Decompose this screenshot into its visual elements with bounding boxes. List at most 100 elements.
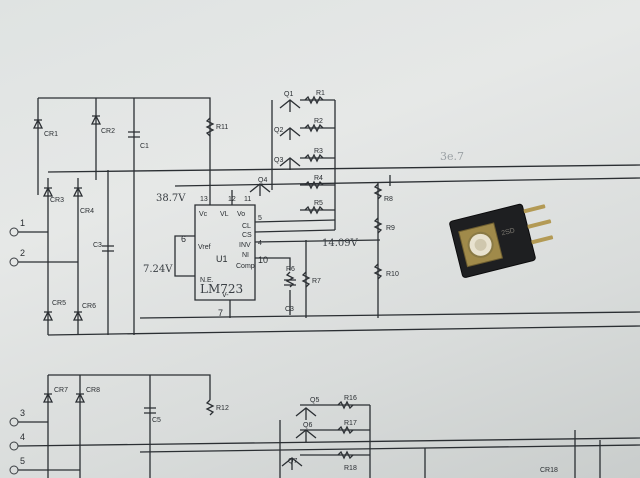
resistor-r7-symbol: [301, 271, 311, 288]
transistor-q4-symbol: [249, 183, 271, 196]
resistor-r2-symbol: [304, 123, 324, 133]
terminal-3: [9, 417, 19, 427]
ic-label-cl: CL: [242, 223, 251, 230]
diode-label-cr4: CR4: [80, 208, 94, 215]
ic-label-inv: INV: [239, 242, 251, 249]
ic-u1: 13 12 11 5 4 10 6 7 Vc VL Vo Vref CL CS …: [181, 196, 268, 318]
diode-label-cr7: CR7: [54, 387, 68, 394]
diode-label-cr18: CR18: [540, 467, 558, 474]
transistor-q6-symbol: [295, 429, 317, 442]
resistor-label-r6: R6: [286, 266, 295, 273]
terminal-4-label: 4: [20, 432, 25, 442]
note-voltage-2: 7.24V: [143, 264, 173, 275]
terminal-5: [9, 465, 19, 475]
chip-marking: 2SD: [501, 227, 516, 237]
capacitor-c1-symbol: [128, 131, 140, 138]
transistor-label-q7: Q7: [288, 458, 297, 465]
resistor-label-r18: R18: [344, 465, 357, 472]
capacitor-c5-symbol: [144, 407, 156, 414]
chip-hole-center: [474, 238, 487, 251]
diodes: CR1 CR2 CR3 CR4 CR5 CR6 CR7 CR8 CR18: [32, 114, 558, 474]
diode-label-cr6: CR6: [82, 303, 96, 310]
terminal-2: [9, 257, 19, 267]
terminal-1: [9, 227, 19, 237]
transistor-photo: 2SD: [449, 203, 554, 278]
resistor-r1-symbol: [304, 95, 324, 105]
ic-part-number: LM723: [200, 282, 243, 296]
handwritten-notes: 38.7V 7.24V 14.09V 3e.7: [143, 150, 464, 275]
capacitor-c3-symbol: [102, 245, 114, 252]
terminal-5-label: 5: [20, 456, 25, 466]
ic-label-vc: Vc: [199, 211, 208, 218]
resistor-r5-symbol: [304, 205, 324, 215]
resistor-label-r8: R8: [384, 196, 393, 203]
ic-pin-13: 13: [200, 196, 208, 203]
ic-label-comp: Comp: [236, 263, 255, 270]
resistors: R1 R2 R3 R4 R5 R6 R7 R8 R9 R10 R11 R12 R…: [205, 90, 399, 472]
note-pencil: 3e.7: [440, 150, 464, 163]
resistor-label-r16: R16: [344, 395, 357, 402]
ic-prefix: N.E.: [200, 277, 214, 284]
resistor-r12-symbol: [205, 399, 215, 416]
transistors: Q1 Q2 Q3 Q4 Q5 Q6 Q7: [249, 91, 319, 470]
transistor-label-q5: Q5: [310, 397, 319, 404]
resistor-label-r3: R3: [314, 148, 323, 155]
transistor-q1-symbol: [279, 99, 301, 112]
resistor-label-r10: R10: [386, 271, 399, 278]
resistor-label-r17: R17: [344, 420, 357, 427]
transistor-label-q6: Q6: [303, 422, 312, 429]
transistor-label-q1: Q1: [284, 91, 293, 98]
resistor-r3-symbol: [304, 153, 324, 163]
resistor-r9-symbol: [373, 217, 383, 234]
ic-label-vref: Vref: [198, 244, 211, 251]
resistor-r4-symbol: [304, 180, 324, 190]
resistor-label-r12: R12: [216, 405, 229, 412]
ic-pin-5: 5: [258, 215, 262, 222]
resistor-r17-symbol: [337, 425, 354, 435]
ic-label-vo: Vo: [237, 211, 245, 218]
terminal-2-label: 2: [20, 248, 25, 258]
terminals: 1 2 3 4 5: [9, 218, 25, 475]
capacitor-label-c3b: C3: [285, 306, 294, 313]
note-voltage-3: 14.09V: [322, 238, 359, 249]
diode-label-cr1: CR1: [44, 131, 58, 138]
resistor-label-r2: R2: [314, 118, 323, 125]
transistor-q2-symbol: [279, 127, 301, 140]
resistor-label-r11: R11: [216, 124, 228, 131]
resistor-label-r4: R4: [314, 175, 323, 182]
chip-lead-3: [531, 235, 554, 245]
chip-lead-1: [523, 204, 546, 214]
note-voltage-1: 38.7V: [156, 193, 186, 204]
ic-ref: U1: [216, 254, 228, 264]
diode-cr5-symbol: [42, 310, 54, 321]
transistor-q7-symbol: [281, 457, 303, 470]
resistor-r11-symbol: [205, 117, 215, 137]
diode-label-cr8: CR8: [86, 387, 100, 394]
ic-label-vl: VL: [220, 211, 229, 218]
resistor-r18-symbol: [337, 450, 354, 460]
ic-pin-4: 4: [258, 240, 262, 247]
ic-pin-12: 12: [228, 196, 236, 203]
diode-cr7-symbol: [42, 392, 54, 403]
resistor-r10-symbol: [373, 263, 383, 280]
diode-cr8-symbol: [74, 392, 86, 403]
capacitor-label-c1: C1: [140, 143, 149, 150]
terminal-4: [9, 441, 19, 451]
resistor-r16-symbol: [337, 400, 354, 410]
diode-cr3-symbol: [42, 186, 54, 197]
transistor-q3-symbol: [279, 157, 301, 170]
capacitor-label-c3: C3: [93, 242, 102, 249]
ic-pin-11: 11: [244, 196, 251, 203]
ic-pin-10: 10: [258, 255, 268, 265]
wiring-lower: [17, 374, 640, 478]
diode-label-cr2: CR2: [101, 128, 115, 135]
diode-cr2-symbol: [90, 114, 102, 125]
capacitor-label-c5: C5: [152, 417, 161, 424]
resistor-label-r1: R1: [316, 90, 325, 97]
ic-pin-7: 7: [218, 308, 223, 318]
transistor-q5-symbol: [295, 407, 317, 420]
terminal-1-label: 1: [20, 218, 25, 228]
transistor-label-q3: Q3: [274, 157, 283, 164]
diode-label-cr3: CR3: [50, 197, 64, 204]
